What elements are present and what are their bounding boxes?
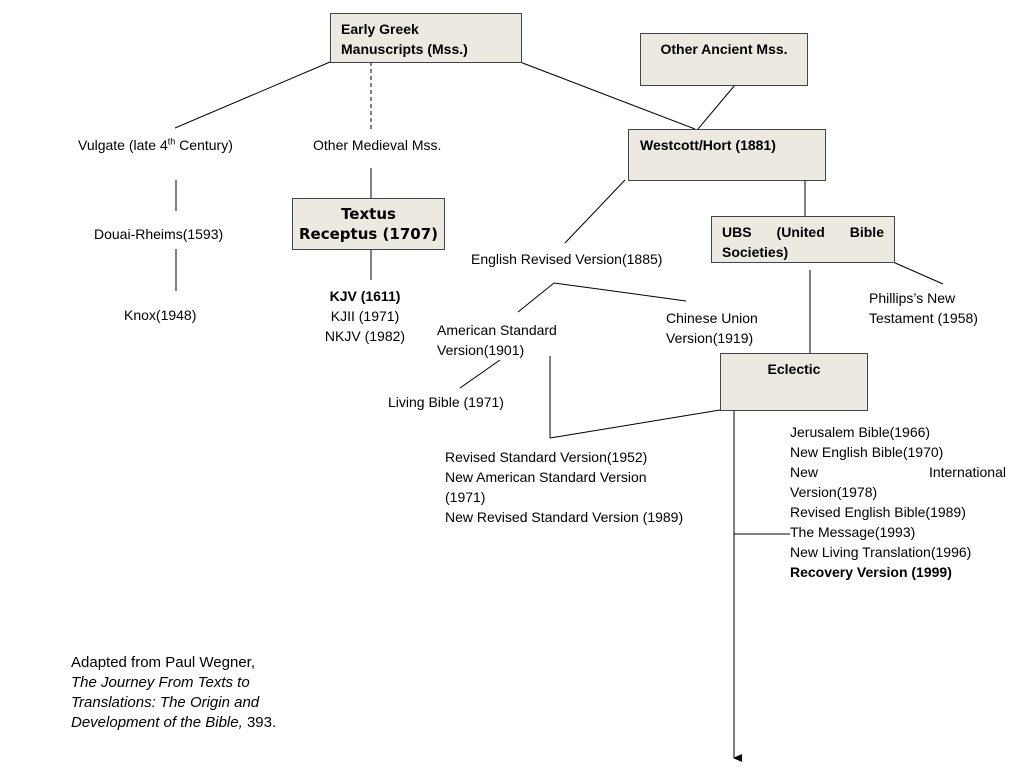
rsv-line3: (1971) bbox=[445, 489, 486, 505]
nkjv-label: NKJV (1982) bbox=[324, 328, 406, 344]
asv-line2: Version(1901) bbox=[437, 342, 525, 358]
living-bible-label: Living Bible (1971) bbox=[388, 394, 504, 410]
westcott-hort-box: Westcott/Hort (1881) bbox=[628, 129, 826, 181]
eclectic-box: Eclectic bbox=[720, 353, 868, 411]
niv-line1: New International bbox=[790, 462, 1006, 482]
line-ubs-phillips bbox=[892, 261, 944, 285]
kjii-label: KJII (1971) bbox=[330, 308, 400, 324]
kjv-group: KJV (1611) KJII (1971) NKJV (1982) bbox=[290, 286, 440, 346]
jerusalem-bible: Jerusalem Bible(1966) bbox=[790, 424, 931, 440]
textus-line2: Receptus (1707) bbox=[299, 225, 438, 243]
vulgate-text-end: Century) bbox=[175, 137, 233, 153]
douai-rheims-label: Douai-Rheims(1593) bbox=[94, 226, 224, 242]
phillips-line1: Phillips’s New bbox=[869, 290, 956, 306]
line-greek-vulgate bbox=[174, 61, 331, 129]
cuv-line1: Chinese Union bbox=[666, 310, 758, 326]
credit-title-line2: Translations: The Origin and bbox=[71, 694, 260, 711]
ubs-word2: (United bbox=[776, 224, 825, 240]
eclectic-label: Eclectic bbox=[767, 361, 821, 377]
vulgate-sup: th bbox=[167, 136, 176, 147]
rsv-line4: New Revised Standard Version (1989) bbox=[445, 509, 684, 525]
rsv-group: Revised Standard Version(1952) New Ameri… bbox=[445, 447, 683, 527]
vulgate-text: Vulgate (late 4 bbox=[78, 137, 168, 153]
other-ancient-box: Other Ancient Mss. bbox=[640, 33, 808, 86]
knox-label: Knox(1948) bbox=[124, 307, 197, 323]
textus-line1: Textus bbox=[341, 205, 396, 223]
vulgate-label: Vulgate (late 4th Century) bbox=[78, 135, 233, 155]
niv-word2: International bbox=[928, 464, 1006, 480]
line-asv-living bbox=[459, 359, 501, 389]
cuv-label: Chinese Union Version(1919) bbox=[666, 308, 758, 348]
early-greek-box: Early Greek Manuscripts (Mss.) bbox=[330, 13, 522, 63]
asv-label: American Standard Version(1901) bbox=[437, 320, 557, 360]
ubs-box: UBS (United Bible Societies) bbox=[711, 216, 895, 263]
ubs-line2: Societies) bbox=[722, 244, 789, 260]
early-greek-line2: Manuscripts (Mss.) bbox=[341, 41, 468, 57]
phillips-label: Phillips’s New Testament (1958) bbox=[869, 288, 978, 328]
rsv-line1: Revised Standard Version(1952) bbox=[445, 449, 648, 465]
niv-line2: Version(1978) bbox=[790, 484, 878, 500]
kjv-label: KJV (1611) bbox=[329, 288, 401, 304]
westcott-hort-label: Westcott/Hort (1881) bbox=[640, 137, 776, 153]
line-ancient-westcott bbox=[697, 84, 736, 130]
line-erv-asv bbox=[517, 282, 555, 313]
line-erv-cuv bbox=[553, 282, 687, 302]
erv-label: English Revised Version(1885) bbox=[471, 251, 663, 267]
other-ancient-label: Other Ancient Mss. bbox=[660, 41, 788, 57]
line-greek-westcott bbox=[519, 61, 696, 130]
line-rsv-eclectic bbox=[549, 409, 721, 439]
credit-line1: Adapted from Paul Wegner, bbox=[71, 654, 255, 671]
revised-english-bible: Revised English Bible(1989) bbox=[790, 504, 966, 520]
phillips-line2: Testament (1958) bbox=[869, 310, 978, 326]
the-message: The Message(1993) bbox=[790, 524, 916, 540]
source-credit: Adapted from Paul Wegner, The Journey Fr… bbox=[71, 653, 276, 733]
other-medieval-label: Other Medieval Mss. bbox=[313, 137, 442, 153]
recovery-version: Recovery Version (1999) bbox=[790, 564, 952, 580]
niv-word1: New bbox=[790, 464, 819, 480]
new-english-bible: New English Bible(1970) bbox=[790, 444, 944, 460]
ubs-word1: UBS bbox=[722, 224, 752, 240]
credit-page: 393. bbox=[242, 714, 277, 731]
asv-line1: American Standard bbox=[437, 322, 557, 338]
credit-title-line1: The Journey From Texts to bbox=[71, 674, 250, 691]
eclectic-list: Jerusalem Bible(1966) New English Bible(… bbox=[790, 422, 1006, 582]
line-westcott-erv bbox=[564, 179, 626, 244]
textus-receptus-box: Textus Receptus (1707) bbox=[292, 198, 445, 250]
cuv-line2: Version(1919) bbox=[666, 330, 754, 346]
ubs-word3: Bible bbox=[849, 224, 884, 240]
early-greek-line1: Early Greek bbox=[341, 21, 419, 37]
credit-title-line3: Development of the Bible, bbox=[71, 714, 243, 731]
new-living-translation: New Living Translation(1996) bbox=[790, 544, 972, 560]
rsv-line2: New American Standard Version bbox=[445, 469, 647, 485]
